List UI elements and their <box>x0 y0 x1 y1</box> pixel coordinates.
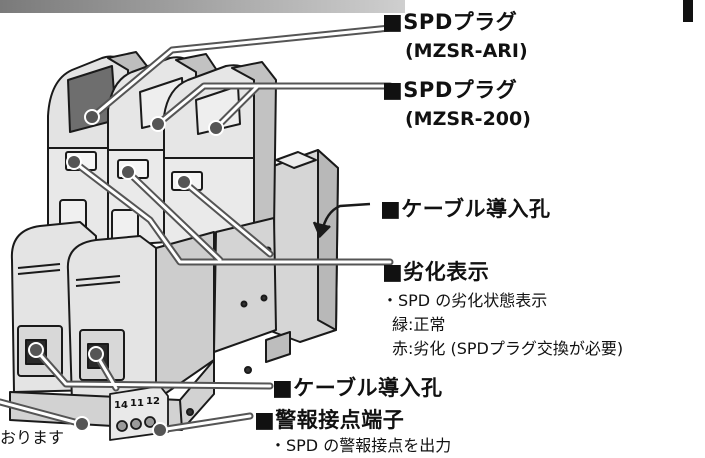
callout-cable-hole-top: ■ケーブル導入孔 <box>380 197 551 222</box>
dot-alarm-terminal <box>152 422 168 438</box>
cable-hole-arrow <box>312 202 371 239</box>
degradation-desc-1: ・SPD の劣化状態表示 <box>382 291 548 310</box>
corner-mark <box>683 0 693 22</box>
dot-cable-hole-1 <box>28 342 44 358</box>
dot-plug-200-b <box>208 120 224 136</box>
degradation-desc-red: 赤:劣化 (SPDプラグ交換が必要) <box>392 339 624 358</box>
base-module-right <box>66 231 215 403</box>
terminal-number-14: 14 <box>114 400 128 411</box>
dot-plug-200-a <box>150 116 166 132</box>
callout-plug-200-title: ■SPDプラグ <box>382 78 518 103</box>
callout-alarm-terminal-title: ■警報接点端子 <box>254 408 405 433</box>
rear-housing <box>267 149 339 343</box>
dot-indicator-1 <box>66 154 82 170</box>
dot-plug-ari <box>84 109 100 125</box>
partial-text-left: おります <box>0 428 65 447</box>
callout-plug-ari-model: (MZSR-ARI) <box>405 40 528 62</box>
callout-cable-hole-bottom: ■ケーブル導入孔 <box>272 376 443 401</box>
terminal-number-11: 11 <box>130 398 144 409</box>
callout-plug-ari-title: ■SPDプラグ <box>382 10 518 35</box>
dot-cable-hole-2 <box>88 346 104 362</box>
callout-plug-200-model: (MZSR-200) <box>405 108 531 130</box>
alarm-terminal-note: ・SPD の警報接点を出力 <box>270 436 452 455</box>
degradation-desc-green: 緑:正常 <box>392 315 446 334</box>
callout-degradation-title: ■劣化表示 <box>382 260 490 285</box>
dot-indicator-3 <box>176 174 192 190</box>
dot-indicator-2 <box>120 164 136 180</box>
dot-left-partial <box>74 416 90 432</box>
terminal-number-12: 12 <box>146 396 160 407</box>
header-bar <box>0 0 405 13</box>
leader-dots <box>28 109 224 438</box>
